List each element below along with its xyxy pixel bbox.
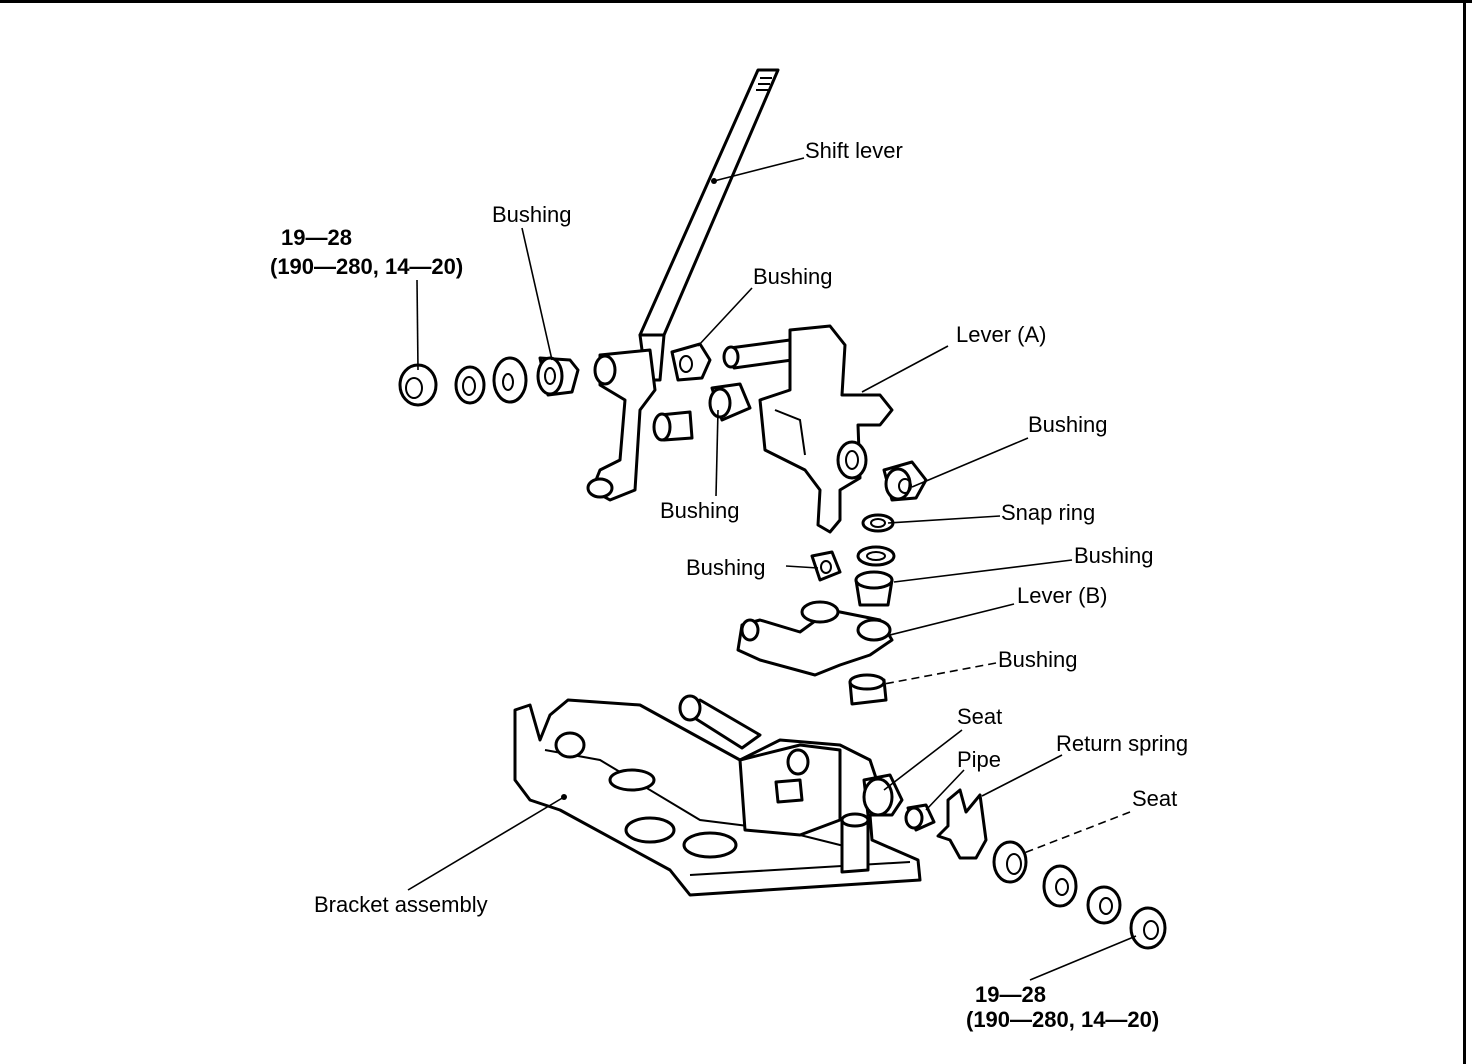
frame-right-border (1463, 0, 1466, 1064)
shift-lever-part (586, 68, 780, 502)
lever-b-part (736, 600, 894, 677)
bushing-right-lower-label: Bushing (998, 647, 1078, 672)
shift-lever-label: Shift lever (805, 138, 903, 163)
seat-top-label: Seat (957, 704, 1002, 729)
lever-a-label: Lever (A) (956, 322, 1046, 347)
return-spring-label: Return spring (1056, 731, 1188, 756)
bushing-lower-mid-label: Bushing (660, 498, 740, 523)
bushing-right-upper-label: Bushing (1028, 412, 1108, 437)
middle-bushings (652, 342, 752, 442)
bushing-right-mid-label: Bushing (1074, 543, 1154, 568)
right-hardware-stack (862, 773, 1167, 950)
snap-ring-stack (854, 513, 896, 607)
snap-ring-label: Snap ring (1001, 500, 1095, 525)
bushing-top-left-label: Bushing (492, 202, 572, 227)
torque-top-line2: (190—280, 14—20) (270, 254, 463, 279)
torque-top-line1: 19—28 (281, 225, 352, 250)
frame-top-border (0, 0, 1472, 3)
bracket-assembly-part (513, 694, 922, 897)
bushing-small-label: Bushing (686, 555, 766, 580)
left-nut-washer-stack (398, 356, 580, 407)
leader-lines (407, 157, 1137, 981)
seat-bottom-label: Seat (1132, 786, 1177, 811)
lever-a-part (722, 324, 894, 534)
bracket-assembly-label: Bracket assembly (314, 892, 488, 917)
right-upper-bushing (882, 460, 928, 502)
lower-bushing-part (848, 673, 888, 706)
bushing-upper-mid-label: Bushing (753, 264, 833, 289)
torque-bottom-line1: 19—28 (975, 982, 1046, 1007)
lever-b-label: Lever (B) (1017, 583, 1107, 608)
pipe-label: Pipe (957, 747, 1001, 772)
torque-bottom-line2: (190—280, 14—20) (966, 1007, 1159, 1032)
small-bushing-part (810, 550, 842, 582)
